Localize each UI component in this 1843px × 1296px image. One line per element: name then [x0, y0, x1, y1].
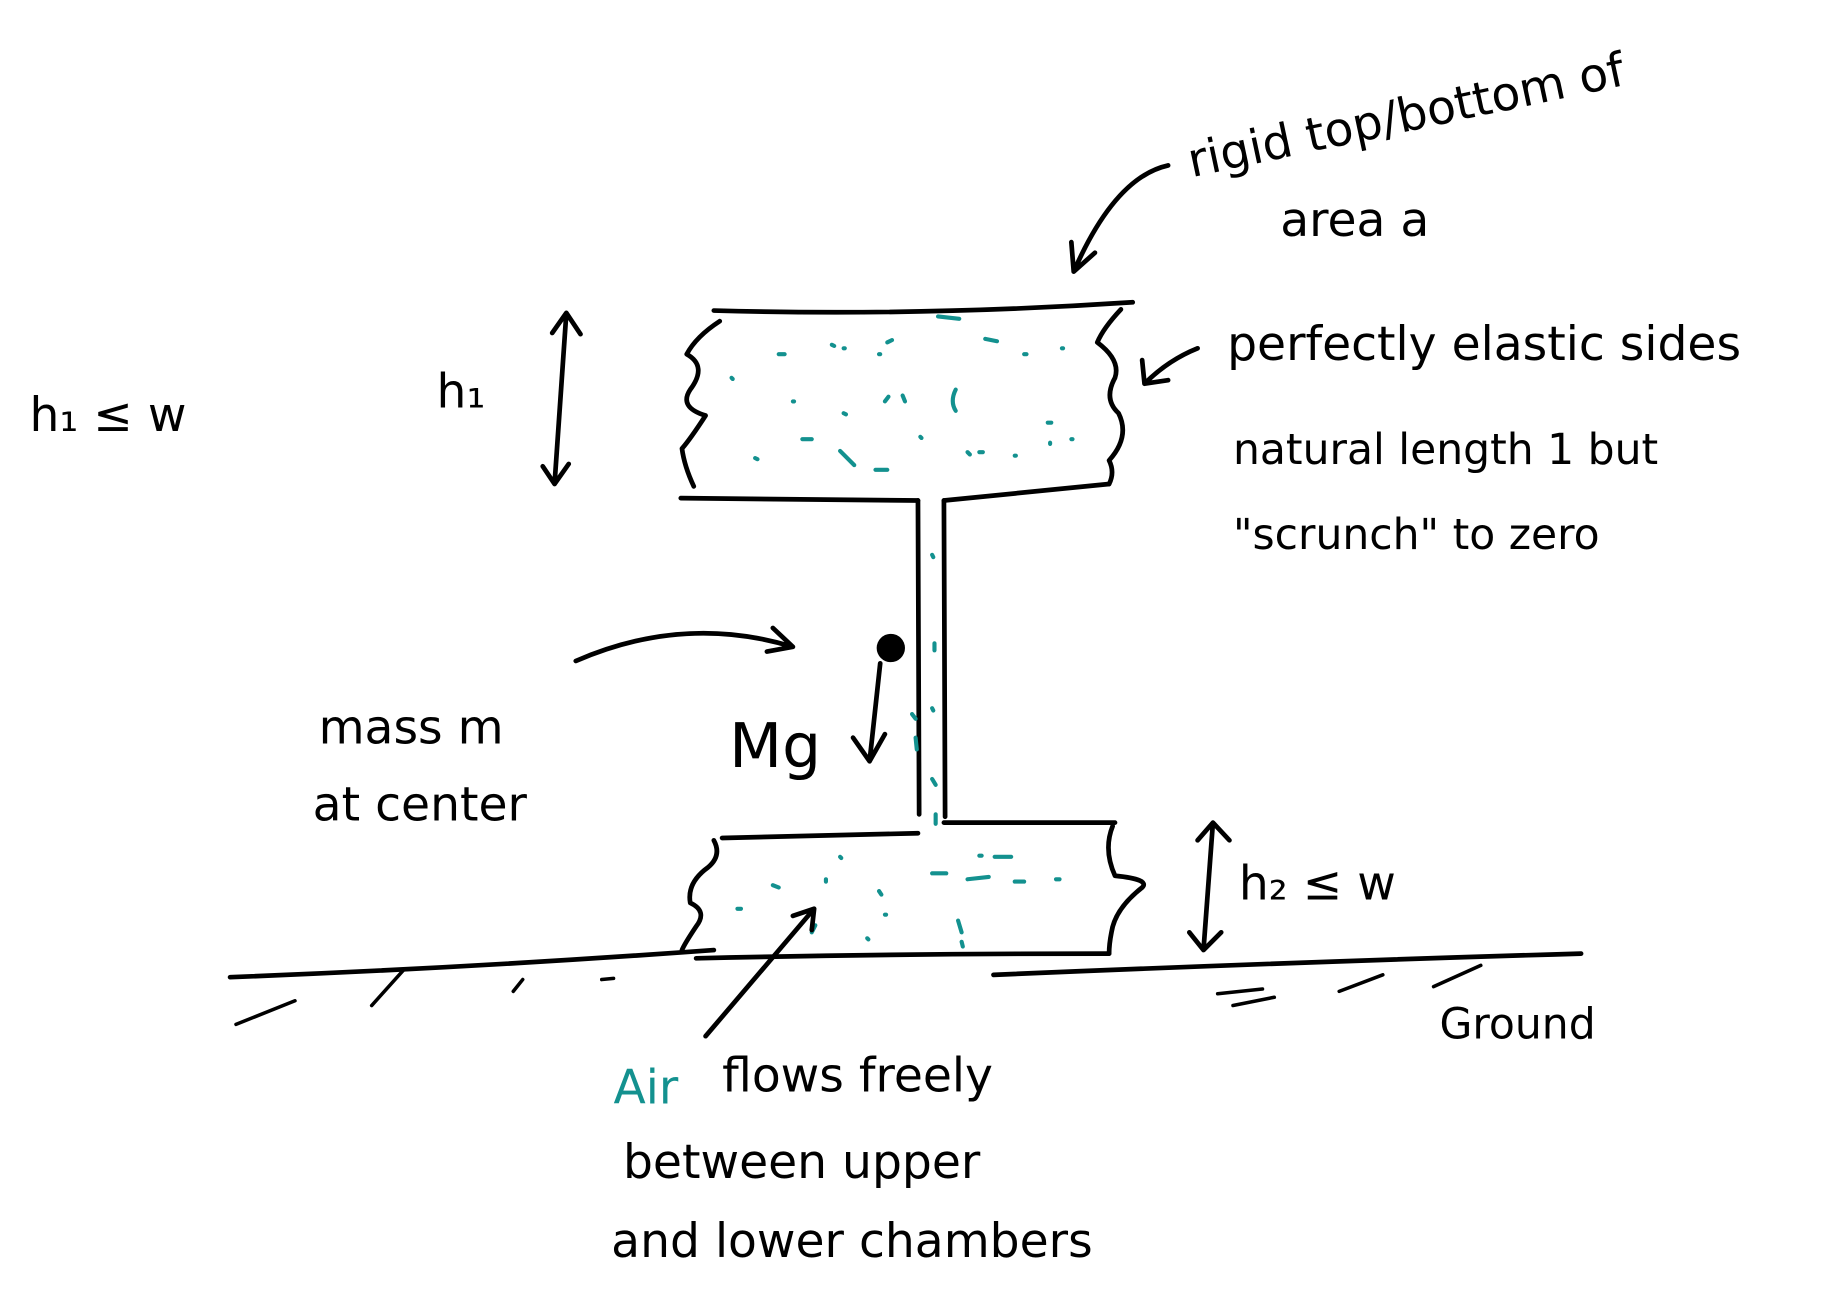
gravity-arrow — [850, 660, 888, 764]
ground-label: Ground — [1439, 1001, 1595, 1050]
air-label-line1: flows freely — [722, 1049, 993, 1104]
h2-constraint-label: h₂ ≤ w — [1239, 856, 1396, 911]
upper-chamber-bottom — [678, 481, 1112, 503]
lower-chamber-top — [719, 820, 1118, 841]
air-word: Air — [614, 1060, 679, 1115]
h1-label: h₁ — [437, 364, 486, 419]
ground-line — [227, 947, 1584, 1027]
air-particles — [729, 314, 1075, 949]
air-pointer-arrow — [703, 906, 817, 1039]
rigid-top-plate — [711, 299, 1136, 315]
elastic-label-line2: natural length 1 but — [1233, 426, 1658, 475]
h1-constraint-label: h₁ ≤ w — [29, 388, 186, 443]
lower-right-elastic-side — [1106, 823, 1146, 956]
rigid-pointer-arrow — [1068, 163, 1171, 274]
lower-chamber — [679, 820, 1146, 961]
upper-left-elastic-side — [679, 318, 723, 489]
upper-chamber — [678, 299, 1136, 503]
connecting-tube — [915, 498, 948, 820]
weight-label: Mg — [729, 711, 821, 782]
upper-right-elastic-side — [1094, 307, 1126, 487]
lower-chamber-bottom — [693, 951, 1112, 961]
h2-dimension-arrow — [1186, 820, 1232, 953]
air-label-line3: and lower chambers — [611, 1214, 1092, 1269]
rigid-label-line1: rigid top/bottom of — [1183, 42, 1631, 189]
elastic-pointer-arrow — [1139, 345, 1200, 387]
lower-left-elastic-side — [679, 837, 720, 953]
rigid-label-line2: area a — [1280, 193, 1429, 248]
mass-pointer-arrow — [573, 625, 796, 664]
elastic-label-line1: perfectly elastic sides — [1227, 317, 1741, 372]
mass-label-line2: at center — [313, 777, 528, 832]
h1-dimension-arrow — [540, 310, 583, 487]
mass-label-line1: mass m — [319, 701, 504, 756]
air-label-line2: between upper — [623, 1135, 981, 1190]
elastic-label-line3: "scrunch" to zero — [1233, 511, 1600, 560]
mass-dot — [876, 633, 905, 663]
